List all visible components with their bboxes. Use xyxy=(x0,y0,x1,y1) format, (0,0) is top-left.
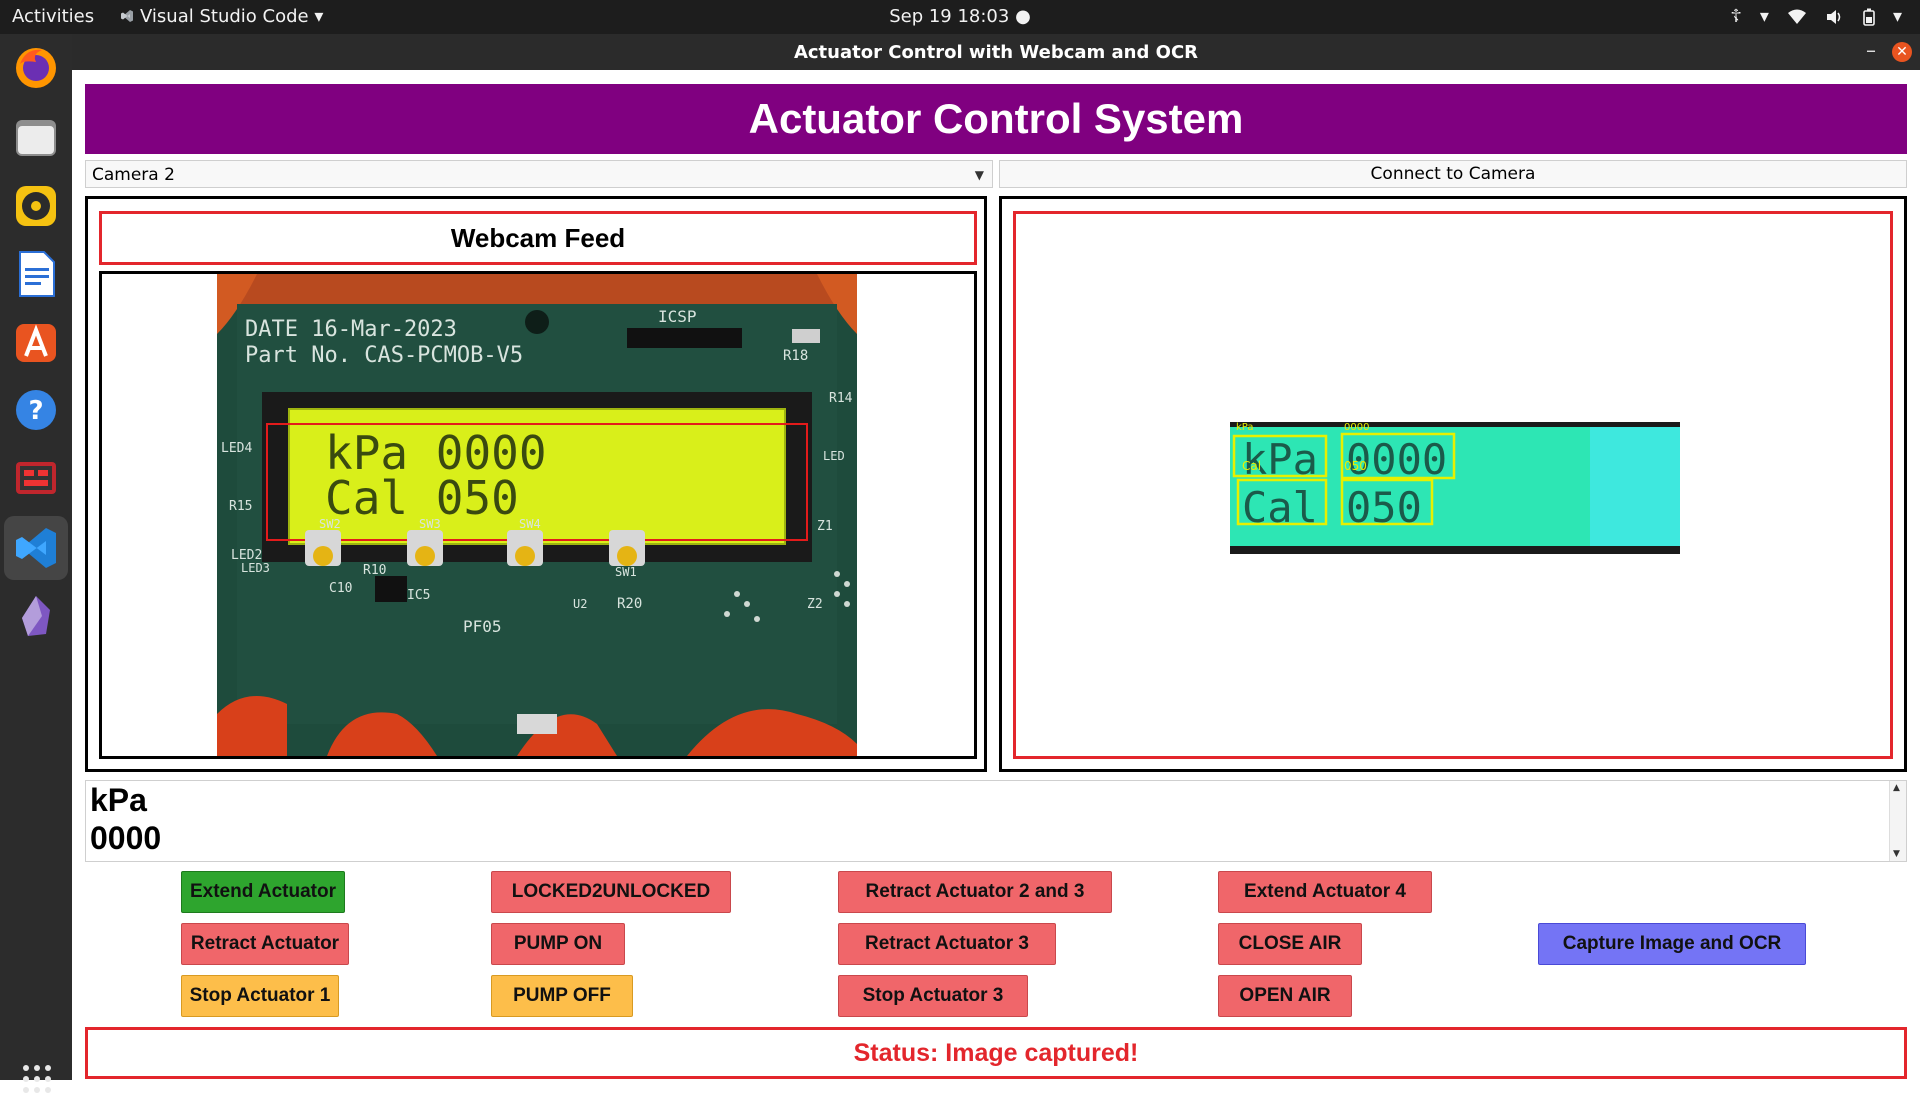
board-label-z2: Z2 xyxy=(807,597,823,612)
pump-off-button[interactable]: PUMP OFF xyxy=(491,975,633,1017)
scroll-up-icon[interactable]: ▲ xyxy=(1893,783,1900,793)
app-menu-label: Visual Studio Code xyxy=(140,6,309,27)
board-date-text: DATE 16-Mar-2023 xyxy=(245,317,457,342)
volume-icon[interactable] xyxy=(1825,9,1845,25)
minimize-button[interactable]: – xyxy=(1866,38,1876,62)
scroll-down-icon[interactable]: ▼ xyxy=(1893,849,1900,859)
stop-actuator-3-button[interactable]: Stop Actuator 3 xyxy=(838,975,1028,1017)
board-label-sw1: SW1 xyxy=(615,565,637,579)
help-icon[interactable]: ? xyxy=(12,386,60,434)
clock[interactable]: Sep 19 18:03 ● xyxy=(0,6,1920,27)
board-label-led4: LED4 xyxy=(221,441,252,456)
show-apps-icon[interactable] xyxy=(22,1064,52,1094)
ocr-label-kpa: kPa xyxy=(1236,422,1254,433)
dock: ? xyxy=(0,34,72,1093)
ocr-output-line: kPa xyxy=(90,782,147,818)
obsidian-icon[interactable] xyxy=(12,592,60,640)
ocr-label-0000: 0000 xyxy=(1344,422,1369,433)
board-label-r14: R14 xyxy=(829,391,853,406)
system-tray[interactable]: ☦ ▾ ▾ xyxy=(1730,6,1902,27)
pump-on-button[interactable]: PUMP ON xyxy=(491,923,625,965)
camera-select-value: Camera 2 xyxy=(92,165,175,185)
ocr-processed-image: kPa 0000 Cal 050 kPa 0000 Cal 050 xyxy=(1230,422,1680,554)
window-title: Actuator Control with Webcam and OCR xyxy=(793,42,1199,63)
webcam-feed-label: Webcam Feed xyxy=(99,211,977,265)
board-icsp-text: ICSP xyxy=(658,307,697,326)
open-air-button[interactable]: OPEN AIR xyxy=(1218,975,1352,1017)
board-label-r20: R20 xyxy=(617,596,642,612)
clock-label: Sep 19 18:03 xyxy=(889,6,1010,27)
board-label-led: LED xyxy=(823,449,845,463)
wifi-icon[interactable] xyxy=(1787,9,1807,25)
chevron-down-icon: ▾ xyxy=(1759,6,1769,27)
board-part-text: Part No. CAS-PCMOB-V5 xyxy=(245,343,523,368)
board-label-pf05: PF05 xyxy=(463,617,502,636)
retract-actuator-3-button[interactable]: Retract Actuator 3 xyxy=(838,923,1056,965)
board-label-sw4: SW4 xyxy=(519,517,541,531)
ocr-label-050: 050 xyxy=(1344,459,1367,473)
app-center-icon[interactable] xyxy=(12,318,60,366)
board-label-led3: LED3 xyxy=(241,561,270,575)
webcam-feed-frame: DATE 16-Mar-2023 Part No. CAS-PCMOB-V5 I… xyxy=(99,271,977,759)
lcd-line-2: Cal 050 xyxy=(325,471,519,525)
ocr-text-0000: 0000 xyxy=(1346,435,1447,484)
board-label-ic5: IC5 xyxy=(407,588,430,603)
extend-actuator-button[interactable]: Extend Actuator xyxy=(181,871,345,913)
presentation-icon[interactable] xyxy=(12,454,60,502)
connect-camera-button[interactable]: Connect to Camera xyxy=(999,160,1907,188)
vscode-small-icon xyxy=(121,10,133,22)
stop-actuator-1-button[interactable]: Stop Actuator 1 xyxy=(181,975,339,1017)
webcam-panel: Webcam Feed DATE 16-Mar-2023 Part No. CA… xyxy=(85,196,987,772)
board-label-c10: C10 xyxy=(329,581,352,596)
app-banner: Actuator Control System xyxy=(85,84,1907,154)
app-window: Actuator Control System Camera 2 ▼ Conne… xyxy=(72,70,1920,1080)
rhythmbox-icon[interactable] xyxy=(12,182,60,230)
board-label-r10: R10 xyxy=(363,563,386,578)
ocr-output-textarea[interactable]: kPa 0000 ▲ ▼ xyxy=(85,780,1907,862)
retract-actuator-button[interactable]: Retract Actuator xyxy=(181,923,349,965)
board-label-sw3: SW3 xyxy=(419,517,441,531)
dropdown-arrow-icon[interactable]: ▼ xyxy=(974,168,984,182)
files-icon[interactable] xyxy=(12,114,60,162)
close-button[interactable]: ✕ xyxy=(1892,42,1912,62)
ocr-label-cal: Cal xyxy=(1242,459,1261,473)
retract-actuator-2-and-3-button[interactable]: Retract Actuator 2 and 3 xyxy=(838,871,1112,913)
board-label-led2: LED2 xyxy=(231,548,262,563)
close-air-button[interactable]: CLOSE AIR xyxy=(1218,923,1362,965)
activities-button[interactable]: Activities xyxy=(12,6,95,27)
app-menu[interactable]: Visual Studio Code ▾ xyxy=(120,6,323,27)
accessibility-icon[interactable]: ☦ xyxy=(1730,6,1742,27)
chevron-down-icon: ▾ xyxy=(314,6,324,27)
locked2unlocked-button[interactable]: LOCKED2UNLOCKED xyxy=(491,871,731,913)
notification-dot-icon: ● xyxy=(1015,6,1031,27)
status-bar: Status: Image captured! xyxy=(85,1027,1907,1079)
capture-image-ocr-button[interactable]: Capture Image and OCR xyxy=(1538,923,1806,965)
board-label-r15: R15 xyxy=(229,499,252,514)
board-label-z1: Z1 xyxy=(817,519,833,534)
extend-actuator-4-button[interactable]: Extend Actuator 4 xyxy=(1218,871,1432,913)
chevron-down-icon: ▾ xyxy=(1892,6,1902,27)
system-top-bar: Activities Visual Studio Code ▾ Sep 19 1… xyxy=(0,0,1920,34)
textarea-scrollbar[interactable]: ▲ ▼ xyxy=(1889,781,1906,861)
vscode-icon[interactable] xyxy=(12,524,60,572)
webcam-image: DATE 16-Mar-2023 Part No. CAS-PCMOB-V5 I… xyxy=(217,274,857,756)
ocr-result-frame: kPa 0000 Cal 050 kPa 0000 Cal 050 xyxy=(1013,211,1893,759)
camera-select[interactable]: Camera 2 ▼ xyxy=(85,160,993,188)
writer-icon[interactable] xyxy=(12,250,60,298)
board-label-u2: U2 xyxy=(573,597,587,611)
svg-text:?: ? xyxy=(28,396,43,426)
firefox-icon[interactable] xyxy=(12,44,60,92)
ocr-output-line: 0000 xyxy=(90,820,162,856)
battery-icon[interactable] xyxy=(1863,8,1875,26)
ocr-panel: kPa 0000 Cal 050 kPa 0000 Cal 050 xyxy=(999,196,1907,772)
board-label-sw2: SW2 xyxy=(319,517,341,531)
board-label-r18: R18 xyxy=(783,348,808,364)
lcd-line-1: kPa 0000 xyxy=(325,426,547,480)
window-titlebar[interactable]: Actuator Control with Webcam and OCR – ✕ xyxy=(72,34,1920,70)
